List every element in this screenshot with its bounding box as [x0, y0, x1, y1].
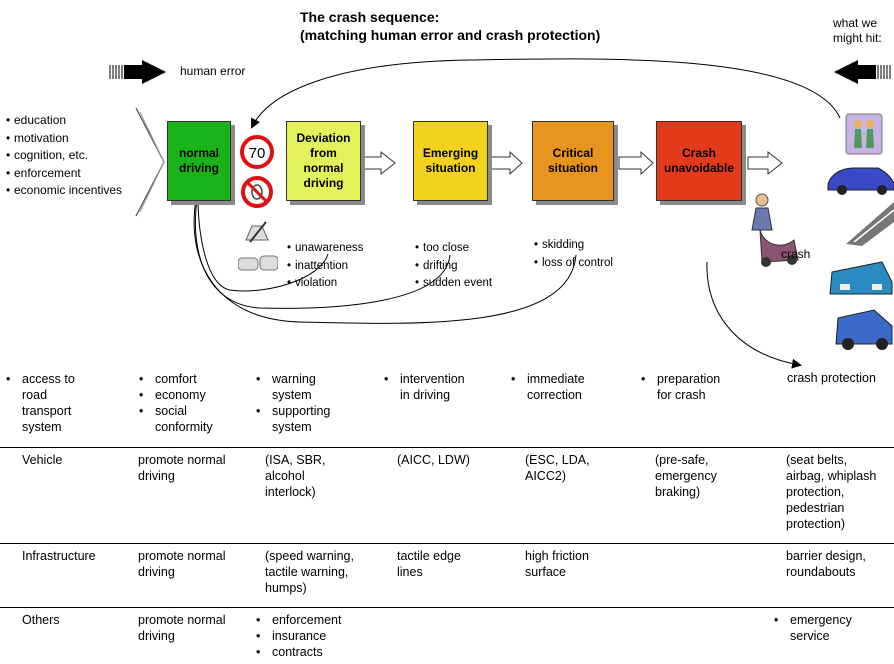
table-cell: promote normal driving [138, 549, 226, 579]
cause-sudden-event: sudden event [415, 275, 492, 293]
table-cell: (ISA, SBR, alcohol interlock) [265, 453, 326, 499]
cm-supporting-system: supporting system [250, 403, 370, 435]
cause-skidding: skidding [534, 237, 613, 255]
others-col-6-bullets: emergency service [768, 612, 852, 644]
countermeasure-col-2: comfort economy social conformity [133, 371, 253, 435]
stage-normal-driving: normal driving [167, 121, 231, 201]
crash-protection-label: crash protection [787, 371, 876, 385]
cause-too-close: too close [415, 240, 492, 258]
stage-deviation: Deviation from normal driving [286, 121, 361, 201]
stage-critical-situation: Critical situation [532, 121, 614, 201]
crash-protection-curve [706, 261, 802, 369]
stage-arrows [360, 150, 783, 176]
table-cell: tactile edge lines [397, 549, 461, 579]
others-col-2-bullets: enforcement insurance contracts [250, 612, 341, 660]
table-cell: high friction surface [525, 549, 589, 579]
cm-social-conformity: social conformity [133, 403, 253, 435]
what-we-hit-label: what we might hit: [833, 16, 882, 45]
table-cell: (pre-safe, emergency braking) [655, 453, 717, 499]
row-label-infrastructure: Infrastructure [22, 549, 96, 563]
countermeasure-col-3: warning system supporting system [250, 371, 370, 435]
countermeasure-col-4: intervention in driving [378, 371, 498, 403]
title-line-2: (matching human error and crash protecti… [300, 27, 601, 43]
factor-education: education [6, 112, 122, 130]
deviation-causes: unawareness inattention violation [287, 240, 363, 293]
table-cell: (ESC, LDA, AICC2) [525, 453, 590, 483]
top-feedback-curve [251, 58, 841, 129]
cm-economy: economy [133, 387, 253, 403]
title-line-1: The crash sequence: [300, 9, 440, 25]
crash-car-icon [751, 193, 799, 267]
factor-enforcement: enforcement [6, 165, 122, 183]
human-error-label: human error [180, 64, 246, 78]
table-cell: (AICC, LDW) [397, 453, 470, 467]
others-emergency-service: emergency service [768, 612, 852, 644]
table-divider [0, 543, 894, 544]
cm-comfort: comfort [133, 371, 253, 387]
table-cell: barrier design, roundabouts [786, 549, 866, 579]
diagram-title: The crash sequence: (matching human erro… [300, 8, 600, 44]
factor-cognition: cognition, etc. [6, 147, 122, 165]
input-chevron [135, 107, 165, 217]
table-cell: (seat belts, airbag, whiplash protection… [786, 453, 877, 531]
countermeasure-col-5: immediate correction [505, 371, 625, 403]
stage-emerging-situation: Emerging situation [413, 121, 488, 201]
table-cell: promote normal driving [138, 453, 226, 483]
hit-objects-icon [827, 113, 894, 350]
cm-warning-system: warning system [250, 371, 370, 403]
feedback-curve-critical [193, 199, 577, 324]
flow-connectors [135, 58, 841, 369]
human-error-arrow-icon [109, 60, 166, 84]
factor-economic-incentives: economic incentives [6, 182, 122, 200]
table-cell: (speed warning, tactile warning, humps) [265, 549, 354, 595]
table-divider [0, 607, 894, 608]
what-we-hit-arrow-icon [834, 60, 891, 84]
row-label-vehicle: Vehicle [22, 453, 63, 467]
cm-intervention: intervention in driving [378, 371, 498, 403]
others-contracts: contracts [250, 644, 341, 660]
countermeasure-col-1: access to road transport system [0, 371, 125, 435]
cause-unawareness: unawareness [287, 240, 363, 258]
cause-violation: violation [287, 275, 363, 293]
factor-motivation: motivation [6, 130, 122, 148]
cm-preparation: preparation for crash [635, 371, 755, 403]
left-factors-list: education motivation cognition, etc. enf… [6, 112, 122, 200]
cause-loss-of-control: loss of control [534, 255, 613, 273]
row-label-others: Others [22, 613, 60, 627]
others-insurance: insurance [250, 628, 341, 644]
others-enforcement: enforcement [250, 612, 341, 628]
countermeasure-col-6: preparation for crash [635, 371, 755, 403]
critical-causes: skidding loss of control [534, 237, 613, 272]
speed-limit-text: 70 [249, 145, 266, 162]
cause-inattention: inattention [287, 258, 363, 276]
stage-crash-unavoidable: Crash unavoidable [656, 121, 742, 201]
table-divider [0, 447, 894, 448]
crash-label: crash [781, 247, 811, 261]
table-cell: promote normal driving [138, 613, 226, 643]
emerging-causes: too close drifting sudden event [415, 240, 492, 293]
cm-immediate-correction: immediate correction [505, 371, 625, 403]
cm-access: access to road transport system [0, 371, 125, 435]
cause-drifting: drifting [415, 258, 492, 276]
traffic-signs-icon: 70 [238, 135, 278, 271]
